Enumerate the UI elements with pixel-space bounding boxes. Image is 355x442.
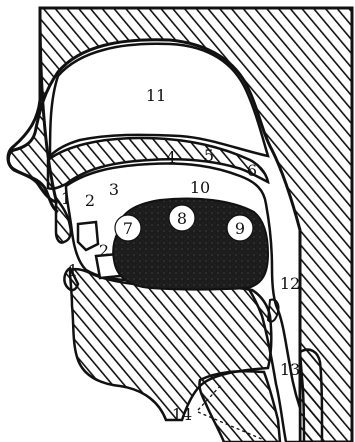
label-10: 10 [190,178,210,197]
larynx-column [199,371,280,442]
label-14: 14 [172,405,192,424]
label-2-lower: 2 [99,241,109,260]
label-13: 13 [280,360,300,379]
label-8: 8 [177,209,187,228]
epiglottis-region [300,350,322,442]
label-12: 12 [280,274,300,293]
upper-teeth [78,222,98,250]
label-5: 5 [204,146,214,165]
label-9: 9 [235,219,245,238]
label-11: 11 [146,86,166,105]
label-1-lower: 1 [68,261,78,280]
label-7: 7 [123,219,133,238]
label-1-upper: 1 [61,189,71,208]
label-6: 6 [247,161,257,180]
label-3: 3 [109,180,119,199]
label-4: 4 [166,148,176,167]
label-2-upper: 2 [85,191,95,210]
